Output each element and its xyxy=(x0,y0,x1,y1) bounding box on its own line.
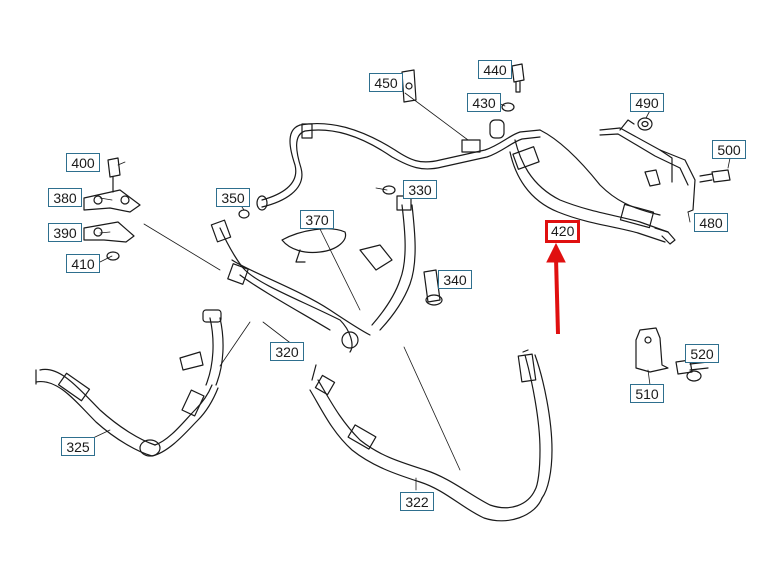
callout-320[interactable]: 320 xyxy=(270,342,304,361)
callout-340[interactable]: 340 xyxy=(438,270,472,289)
callout-490[interactable]: 490 xyxy=(630,93,664,112)
clip-450 xyxy=(401,69,417,103)
callout-322[interactable]: 322 xyxy=(400,492,434,511)
callout-380[interactable]: 380 xyxy=(48,188,82,207)
callout-520[interactable]: 520 xyxy=(685,344,719,363)
washer-350 xyxy=(238,209,250,219)
callout-370[interactable]: 370 xyxy=(300,210,334,229)
bolt-440 xyxy=(501,63,525,112)
bracket-380 xyxy=(83,157,141,213)
leader-lines xyxy=(92,92,731,491)
bracket-390 xyxy=(83,221,135,261)
washer-490 xyxy=(637,117,653,131)
bracket-480 xyxy=(599,119,696,213)
callout-410[interactable]: 410 xyxy=(66,254,100,273)
callout-480[interactable]: 480 xyxy=(694,213,728,232)
callout-420[interactable]: 420 xyxy=(545,220,581,243)
hose-322 xyxy=(309,349,553,522)
callout-440[interactable]: 440 xyxy=(478,60,512,79)
callout-330[interactable]: 330 xyxy=(403,180,437,199)
upper-pipe xyxy=(256,119,541,211)
callout-430[interactable]: 430 xyxy=(467,93,501,112)
callout-325[interactable]: 325 xyxy=(61,437,95,456)
callout-450[interactable]: 450 xyxy=(369,73,403,92)
hose-420 xyxy=(509,129,676,245)
clip-370 xyxy=(281,228,347,263)
callout-400[interactable]: 400 xyxy=(66,153,100,172)
bolt-340 xyxy=(423,269,443,306)
callout-390[interactable]: 390 xyxy=(48,223,82,242)
callout-350[interactable]: 350 xyxy=(216,188,250,207)
callout-510[interactable]: 510 xyxy=(630,384,664,403)
bolt-500 xyxy=(699,169,731,183)
hose-325 xyxy=(35,368,219,457)
callout-500[interactable]: 500 xyxy=(712,140,746,159)
hose-320 xyxy=(179,195,416,386)
washer-330 xyxy=(382,185,396,195)
highlight-arrow xyxy=(546,242,566,335)
bracket-510 xyxy=(635,327,669,373)
